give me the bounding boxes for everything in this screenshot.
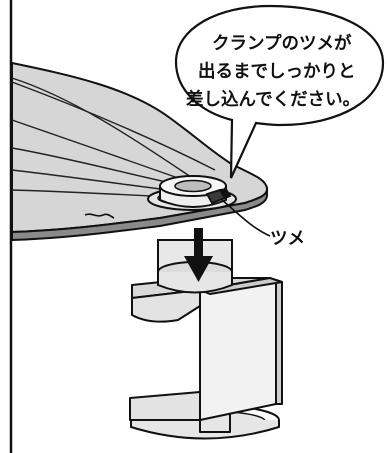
clamp-block-front [199, 279, 277, 421]
tab-callout-label: ツメ [270, 229, 305, 249]
post-top [159, 175, 227, 208]
clamp-lower-jaw [129, 391, 201, 421]
tab-callout: ツメ [221, 199, 305, 249]
desk-front-edge [11, 187, 269, 241]
speech-bubble-line-1: クランプのツメが [212, 33, 352, 54]
clamp-illustration [129, 277, 283, 440]
arrow-head [184, 256, 213, 282]
clamp-tab [205, 188, 232, 205]
arrow-shaft [194, 228, 203, 262]
insert-direction-arrow [184, 228, 213, 282]
speech-bubble: クランプのツメが 出るまでしっかりと 差し込んでください。 [174, 4, 385, 179]
clamp-block-side [275, 279, 283, 405]
speech-bubble-outline [174, 4, 385, 179]
speech-bubble-line-2: 出るまでしっかりと [198, 61, 356, 82]
tab-callout-leader [221, 199, 271, 237]
desk-squiggle-mark [84, 213, 115, 219]
speech-bubble-line-3: 差し込んでください。 [186, 89, 360, 110]
post-top-hole [174, 179, 212, 193]
